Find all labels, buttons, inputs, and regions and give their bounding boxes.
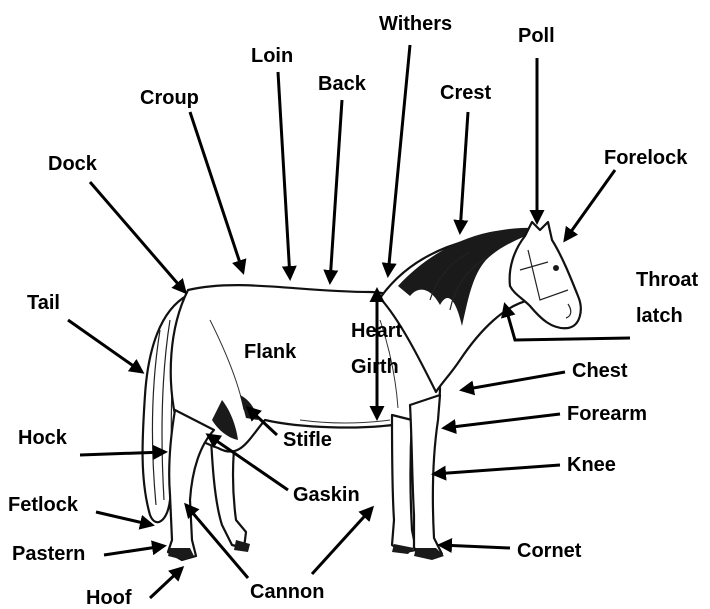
label-loin: Loin: [251, 45, 293, 67]
label-cannon: Cannon: [250, 581, 324, 603]
withers-arrow: [388, 45, 410, 275]
label-crest: Crest: [440, 82, 491, 104]
label-back: Back: [318, 73, 367, 95]
horse-near-hind-leg: [168, 410, 214, 560]
forelock-arrow: [565, 170, 615, 240]
croup-arrow: [190, 112, 243, 272]
chest-arrow: [462, 372, 565, 390]
label-gaskin: Gaskin: [293, 484, 360, 506]
label-fetlock: Fetlock: [8, 494, 79, 516]
cornet-arrow: [440, 545, 510, 548]
label-pastern: Pastern: [12, 543, 85, 565]
label-forearm: Forearm: [567, 403, 647, 425]
hoof-arrow: [150, 568, 182, 598]
label-stifle: Stifle: [283, 429, 332, 451]
label-hock: Hock: [18, 427, 68, 449]
label-flank: Flank: [244, 341, 297, 363]
crest-arrow: [460, 112, 468, 232]
back-arrow: [330, 100, 342, 282]
fetlock-arrow: [96, 512, 152, 525]
label-cornet: Cornet: [517, 540, 582, 562]
knee-arrow: [434, 465, 560, 474]
label-heart-girth-line1: Heart: [351, 320, 402, 342]
loin-arrow: [278, 72, 290, 278]
label-poll: Poll: [518, 25, 555, 47]
label-hoof: Hoof: [86, 587, 132, 609]
dock-arrow: [90, 182, 185, 292]
label-dock: Dock: [48, 153, 98, 175]
label-chest: Chest: [572, 360, 628, 382]
label-throat-latch-line1: Throat: [636, 269, 699, 291]
forearm-arrow: [444, 414, 560, 428]
horse-illustration: [143, 222, 581, 560]
tail-arrow: [68, 320, 142, 372]
label-tail: Tail: [27, 292, 60, 314]
label-throat-latch-line2: latch: [636, 305, 683, 327]
label-forelock: Forelock: [604, 147, 688, 169]
label-withers: Withers: [379, 13, 452, 35]
label-knee: Knee: [567, 454, 616, 476]
horse-near-foreleg: [410, 395, 442, 558]
pastern-arrow: [104, 546, 164, 555]
label-heart-girth-line2: Girth: [351, 356, 399, 378]
label-croup: Croup: [140, 87, 199, 109]
cannon-arrow-fore: [312, 508, 372, 574]
